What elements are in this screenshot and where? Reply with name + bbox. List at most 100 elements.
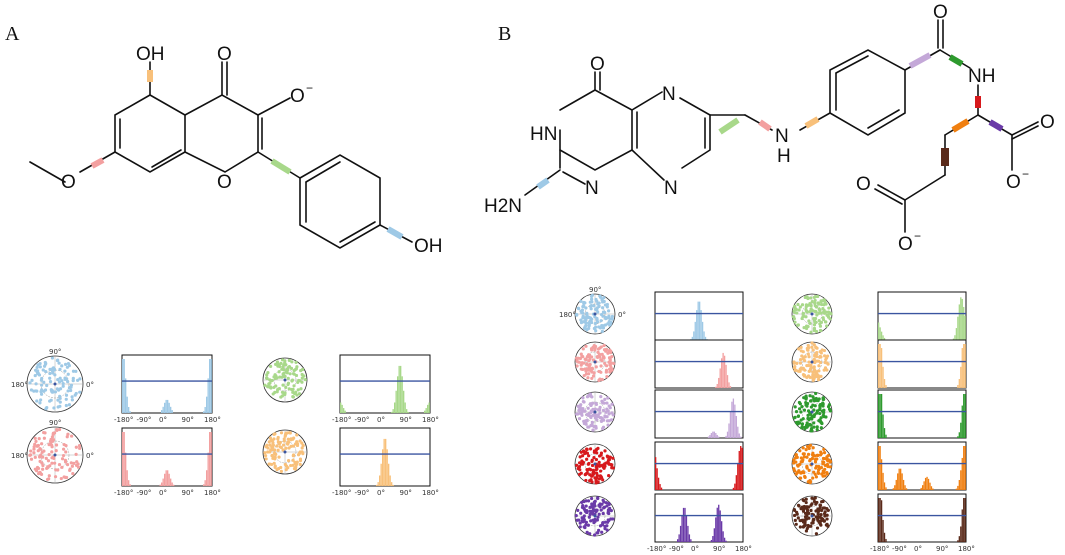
histogram-bar xyxy=(204,480,206,486)
histogram-bar xyxy=(725,364,727,388)
polar-point xyxy=(41,467,45,471)
polar-point xyxy=(268,385,272,389)
polar-point xyxy=(601,456,605,460)
polar-point xyxy=(285,367,289,371)
histogram-bar xyxy=(726,375,729,388)
polar-point xyxy=(283,462,287,467)
polar-point xyxy=(610,411,614,415)
histogram-bar xyxy=(929,482,931,490)
polar-point xyxy=(272,461,276,465)
histogram-bar xyxy=(878,394,880,438)
polar-point xyxy=(809,503,813,507)
polar-point xyxy=(585,328,589,332)
histogram-bar xyxy=(964,344,966,388)
histogram-bar xyxy=(737,426,739,438)
polar-point xyxy=(284,385,288,389)
polar-point xyxy=(590,463,595,468)
polar-point xyxy=(33,455,37,459)
polar-point xyxy=(60,364,64,368)
polar-point xyxy=(806,523,810,528)
polar-point xyxy=(803,368,807,372)
polar-point xyxy=(805,346,809,351)
polar-point xyxy=(581,396,585,400)
polar-point xyxy=(825,470,829,475)
histogram-bar xyxy=(729,411,732,438)
polar-point xyxy=(300,446,304,450)
polar-point xyxy=(272,437,276,441)
histogram-bar xyxy=(737,462,739,490)
polar-point xyxy=(586,499,591,503)
polar-point xyxy=(813,298,817,303)
histogram-bar xyxy=(880,394,883,438)
polar-point xyxy=(595,299,599,303)
polar-point xyxy=(283,392,287,397)
polar-b-left-4 xyxy=(574,443,616,485)
polar-point xyxy=(274,375,278,380)
polar-point xyxy=(280,358,285,362)
polar-point xyxy=(599,469,603,473)
histogram-bar xyxy=(722,531,724,542)
polar-point xyxy=(575,358,579,363)
polar-point xyxy=(584,523,588,527)
histogram-bar xyxy=(880,500,883,542)
polar-point xyxy=(49,437,53,442)
polar-point xyxy=(301,452,305,456)
polar-point xyxy=(266,450,270,454)
polar-point xyxy=(798,476,803,480)
polar-point xyxy=(598,464,602,468)
histogram-b-left-2 xyxy=(654,339,744,389)
polar-point xyxy=(42,430,46,435)
polar-point xyxy=(607,412,611,416)
histogram-bar xyxy=(656,468,658,490)
polar-point xyxy=(599,345,603,349)
tick-label: 0° xyxy=(914,545,922,553)
histogram-bar xyxy=(878,322,880,340)
polar-point xyxy=(587,454,591,458)
polar-point xyxy=(589,415,593,420)
polar-point xyxy=(584,520,589,524)
histogram-bar xyxy=(659,484,661,490)
polar-point xyxy=(799,349,803,353)
polar-point xyxy=(592,371,596,375)
polar-point xyxy=(812,323,817,327)
polar-point xyxy=(798,525,802,529)
polar-point xyxy=(603,464,607,468)
polar-point xyxy=(825,324,829,328)
polar-point xyxy=(54,449,58,453)
histogram-bar xyxy=(427,404,429,413)
polar-point xyxy=(813,304,817,308)
polar-point xyxy=(271,443,275,447)
histogram-bar xyxy=(397,376,399,413)
polar-point xyxy=(74,463,79,468)
polar-point xyxy=(36,363,40,367)
polar-point xyxy=(796,516,800,520)
polar-point xyxy=(264,457,268,461)
polar-point xyxy=(295,365,299,369)
polar-point xyxy=(53,461,57,465)
polar-point xyxy=(58,394,62,398)
histogram-bar xyxy=(165,470,167,486)
tick-label: 180° xyxy=(422,489,439,497)
polar-point xyxy=(40,442,44,446)
polar-point xyxy=(813,460,818,464)
polar-point xyxy=(585,362,589,366)
histogram-bar xyxy=(926,476,928,490)
polar-point xyxy=(598,405,602,409)
histogram-bar xyxy=(687,525,689,542)
polar-point xyxy=(585,509,589,513)
polar-point xyxy=(812,421,816,425)
polar-point xyxy=(576,466,580,471)
polar-point xyxy=(601,425,606,429)
polar-point xyxy=(585,395,590,399)
histogram-bar xyxy=(964,446,966,490)
polar-point xyxy=(792,309,796,313)
polar-point xyxy=(795,361,799,366)
polar-point xyxy=(809,429,813,433)
polar-point xyxy=(43,360,47,365)
polar-point xyxy=(826,464,830,469)
histogram-bar xyxy=(388,463,390,486)
polar-point xyxy=(589,423,593,428)
histogram-bar xyxy=(900,468,902,490)
polar-point xyxy=(53,390,58,394)
polar-point xyxy=(275,360,280,364)
